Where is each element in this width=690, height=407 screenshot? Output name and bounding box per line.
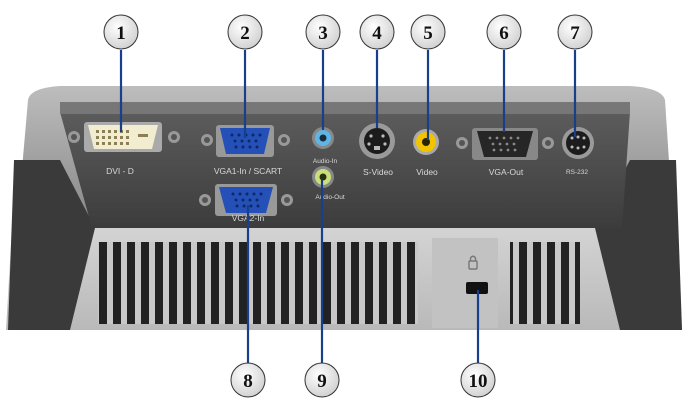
callout-10-number: 10 (469, 371, 488, 392)
callout-3-number: 3 (318, 23, 328, 44)
vga-out-port (456, 128, 554, 160)
vga2-in-port (199, 184, 293, 216)
callout-5-number: 5 (423, 23, 433, 44)
callout-2-number: 2 (240, 23, 250, 44)
callout-7-number: 7 (570, 23, 580, 44)
callout-3: 3 (305, 14, 341, 50)
callout-8: 8 (230, 362, 266, 398)
dvi-d-label: DVI - D (106, 166, 134, 176)
s-video-label: S-Video (363, 167, 393, 177)
security-slot (466, 282, 488, 294)
audio-in-label: Audio-In (313, 158, 338, 165)
rs-232-port (562, 127, 594, 159)
panel-top-strip (60, 102, 630, 114)
side-vent-left (8, 160, 95, 330)
video-label: Video (416, 167, 438, 177)
callout-5: 5 (410, 14, 446, 50)
callout-4: 4 (359, 14, 395, 50)
callout-10: 10 (460, 362, 496, 398)
audio-in-port (312, 127, 334, 149)
vga-out-label: VGA-Out (489, 167, 524, 177)
vga1-in-port (201, 125, 290, 157)
callout-2: 2 (227, 14, 263, 50)
callout-8-number: 8 (243, 371, 253, 392)
callout-6: 6 (486, 14, 522, 50)
callout-6-number: 6 (499, 23, 509, 44)
callout-9: 9 (304, 362, 340, 398)
callout-4-number: 4 (372, 23, 382, 44)
callout-1-number: 1 (116, 23, 126, 44)
kensington-lock-icon (468, 255, 478, 270)
lower-vent-grille (98, 242, 418, 324)
lower-vent-grille-right (510, 242, 580, 324)
dvi-d-port (68, 122, 180, 152)
video-port (413, 129, 439, 155)
callout-1: 1 (103, 14, 139, 50)
vga1-in-label: VGA1-In / SCART (214, 166, 282, 176)
s-video-port (359, 123, 395, 159)
lock-bay (432, 238, 498, 328)
callout-7: 7 (557, 14, 593, 50)
rs-232-label: RS-232 (566, 169, 588, 176)
audio-out-label: Audio-Out (315, 194, 344, 201)
audio-out-port (312, 166, 334, 188)
callout-9-number: 9 (317, 371, 327, 392)
